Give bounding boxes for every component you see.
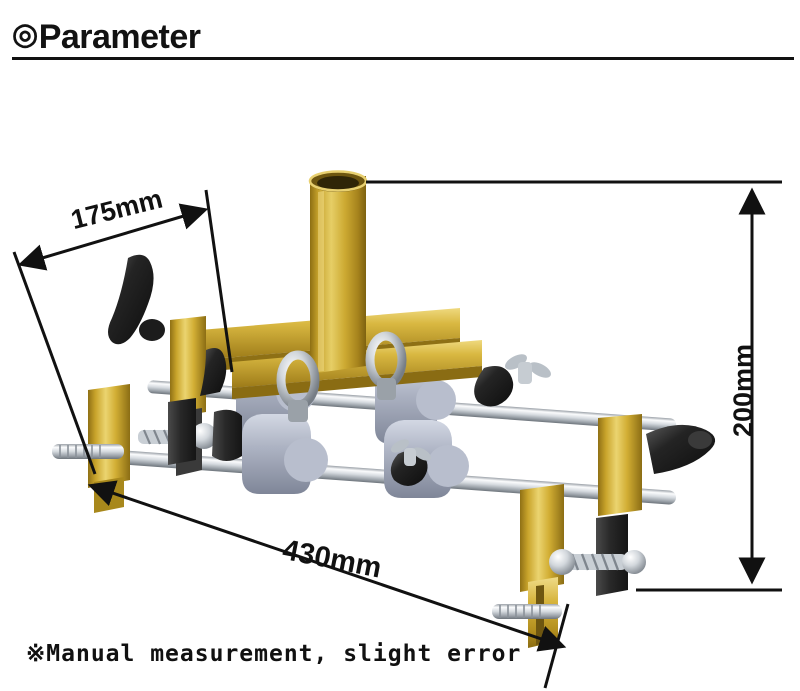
eye-bolts xyxy=(276,331,407,422)
right-clamp-assembly xyxy=(492,414,716,648)
gold-tube-socket xyxy=(308,170,368,374)
measurement-disclaimer: ※Manual measurement, slight error xyxy=(26,641,522,667)
double-circle-icon: ◎ xyxy=(12,18,38,51)
dimension-label-height: 200mm xyxy=(728,343,758,437)
rail-stop-block xyxy=(212,409,242,461)
wing-screw-lower xyxy=(390,439,432,466)
page-title-text: Parameter xyxy=(38,18,201,56)
page-title: ◎Parameter xyxy=(12,18,201,57)
left-clamp-assembly xyxy=(52,254,227,513)
header-divider xyxy=(12,57,794,60)
product-illustration xyxy=(52,170,716,648)
page-header: ◎Parameter xyxy=(0,0,800,70)
wing-screw-upper xyxy=(505,354,551,384)
collar-stops xyxy=(390,354,551,486)
